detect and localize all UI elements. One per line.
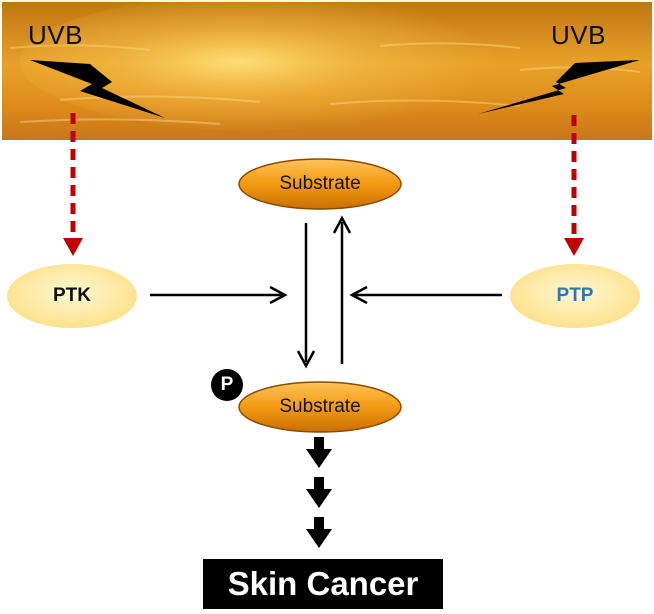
uvb-label-left: UVB: [28, 20, 83, 50]
uvb-label-right: UVB: [551, 20, 606, 50]
ptp-label: PTP: [556, 285, 594, 306]
substrate-bottom-label: Substrate: [279, 396, 361, 417]
uvb-arrow-right: [564, 115, 584, 256]
lightning-bolt-left-icon: [30, 60, 165, 118]
sunset-banner: [2, 0, 652, 140]
ptk-arrow: [150, 285, 288, 305]
ptk-node: [7, 264, 137, 328]
phosphate-badge: P: [211, 369, 243, 401]
skin-cancer-outcome: Skin Cancer: [203, 559, 443, 609]
substrate-top-label: Substrate: [279, 173, 361, 194]
dephosphorylation-arrow: [332, 215, 352, 364]
uvb-arrow-left: [63, 113, 83, 256]
ptp-arrow: [349, 285, 502, 305]
substrate-top-node: [238, 158, 402, 210]
lightning-bolt-right-icon: [478, 60, 640, 114]
substrate-bottom-node: [238, 381, 402, 433]
ptk-label: PTK: [53, 285, 91, 306]
phosphorylation-arrow: [296, 223, 316, 369]
ptp-node: [510, 264, 640, 328]
downstream-arrows: [306, 437, 332, 548]
